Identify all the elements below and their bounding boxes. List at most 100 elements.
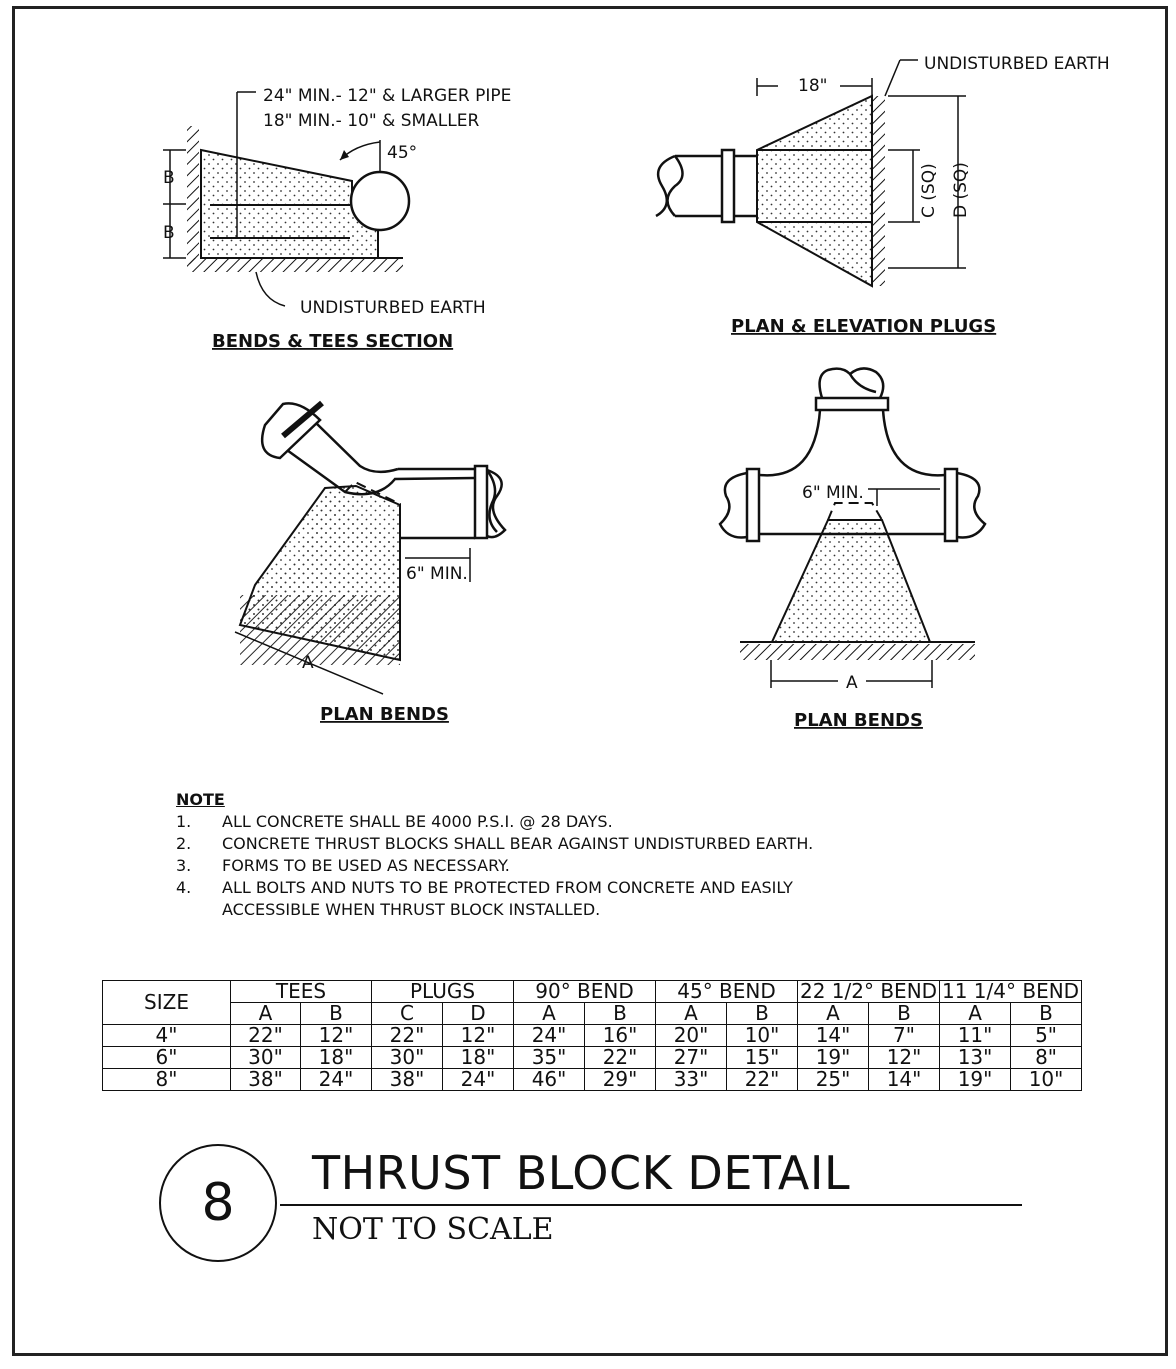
concrete-block — [756, 94, 873, 288]
sub-header: A — [513, 1002, 586, 1025]
table-cell: 5" — [1010, 1024, 1083, 1047]
table-cell: 46" — [513, 1068, 586, 1091]
dim-a-label: A — [846, 673, 858, 693]
thrust-block-dimension-table: SIZE TEES PLUGS 90° BEND 45° BEND 22 1/2… — [102, 980, 1083, 1091]
title-underline — [280, 1204, 1022, 1206]
table-cell: 35" — [513, 1046, 586, 1069]
sheet-border — [12, 6, 1168, 1356]
table-row: 6" 30" 18" 30" 18" 35" 22" 27" 15" 19" 1… — [102, 1046, 1083, 1069]
sub-header: D — [441, 1002, 515, 1025]
angle-label: 45° — [387, 143, 417, 163]
plan-bends-right-view: 6" MIN. A PLAN BENDS — [718, 367, 987, 731]
sub-header: C — [371, 1002, 443, 1025]
table-cell: 22" — [230, 1024, 301, 1047]
detail-title: THRUST BLOCK DETAIL — [312, 1146, 851, 1200]
earth-hatch — [240, 595, 400, 665]
table-cell: 20" — [655, 1024, 728, 1047]
notes-heading: NOTE — [176, 790, 225, 809]
pipe-size-note-2: 18" MIN.- 10" & SMALLER — [263, 111, 479, 131]
sub-header: A — [797, 1002, 870, 1025]
table-cell: 15" — [726, 1046, 799, 1069]
note-item: ACCESSIBLE WHEN THRUST BLOCK INSTALLED. — [222, 900, 601, 919]
table-row: 8" 38" 24" 38" 24" 46" 29" 33" 22" 25" 1… — [102, 1068, 1083, 1091]
table-cell: 6" — [102, 1046, 231, 1069]
table-cell: 19" — [939, 1068, 1012, 1091]
table-cell: 7" — [868, 1024, 941, 1047]
table-cell: 10" — [726, 1024, 799, 1047]
plugs-title: PLAN & ELEVATION PLUGS — [731, 316, 996, 337]
pipe-section — [349, 170, 411, 232]
table-subheader-row: A B C D A B A B A B A B — [103, 1002, 1083, 1025]
pipe-outline-upper — [314, 421, 399, 474]
table-cell: 4" — [102, 1024, 231, 1047]
dim-a-label: A — [302, 653, 314, 673]
earth-hatch-floor — [740, 644, 975, 660]
table-cell: 18" — [441, 1046, 515, 1069]
group-header: 22 1/2° BEND — [797, 980, 941, 1003]
group-header: 45° BEND — [655, 980, 799, 1003]
bends-tees-title: BENDS & TEES SECTION — [212, 331, 453, 352]
sub-header: A — [230, 1002, 301, 1025]
table-cell: 30" — [230, 1046, 301, 1069]
table-cell: 24" — [441, 1068, 515, 1091]
table-cell: 14" — [797, 1024, 870, 1047]
table-cell: 22" — [584, 1046, 657, 1069]
group-header: 90° BEND — [513, 980, 657, 1003]
plan-elevation-plugs-view: 18" UNDISTURBED EARTH C (SQ) D (SQ) PLAN… — [655, 54, 1110, 337]
sub-header: B — [726, 1002, 799, 1025]
sub-header: B — [300, 1002, 372, 1025]
undisturbed-earth-label: UNDISTURBED EARTH — [300, 298, 486, 318]
sub-header: B — [584, 1002, 657, 1025]
dim-b-top: B — [163, 168, 175, 188]
notes-block: NOTE 1.ALL CONCRETE SHALL BE 4000 P.S.I.… — [176, 789, 896, 921]
scale-note: NOT TO SCALE — [312, 1212, 554, 1247]
plan-bends-left-title: PLAN BENDS — [320, 704, 449, 725]
group-header: PLUGS — [370, 980, 515, 1003]
table-cell: 14" — [868, 1068, 941, 1091]
six-inch-min-label: 6" MIN. — [802, 483, 864, 503]
sub-header: A — [655, 1002, 728, 1025]
table-cell: 18" — [300, 1046, 372, 1069]
table-cell: 13" — [939, 1046, 1012, 1069]
table-cell: 12" — [868, 1046, 941, 1069]
sub-header: B — [868, 1002, 941, 1025]
detail-number-circle: 8 — [159, 1144, 277, 1262]
table-row: 4" 22" 12" 22" 12" 24" 16" 20" 10" 14" 7… — [102, 1024, 1083, 1047]
table-cell: 24" — [300, 1068, 372, 1091]
dim-c-label: C (SQ) — [919, 163, 939, 218]
size-header: SIZE — [102, 980, 231, 1025]
table-cell: 38" — [371, 1068, 443, 1091]
bends-tees-section-view: 24" MIN.- 12" & LARGER PIPE 18" MIN.- 10… — [163, 86, 511, 352]
pipe-size-note-1: 24" MIN.- 12" & LARGER PIPE — [263, 86, 511, 106]
note-item: 4.ALL BOLTS AND NUTS TO BE PROTECTED FRO… — [176, 878, 793, 897]
table-cell: 19" — [797, 1046, 870, 1069]
table-cell: 33" — [655, 1068, 728, 1091]
table-cell: 38" — [230, 1068, 301, 1091]
table-cell: 24" — [513, 1024, 586, 1047]
earth-hatch-floor — [187, 258, 403, 272]
detail-number: 8 — [201, 1173, 235, 1233]
note-item: 1.ALL CONCRETE SHALL BE 4000 P.S.I. @ 28… — [176, 812, 613, 831]
table-cell: 11" — [939, 1024, 1012, 1047]
table-cell: 30" — [371, 1046, 443, 1069]
table-cell: 29" — [584, 1068, 657, 1091]
table-cell: 22" — [371, 1024, 443, 1047]
group-header: TEES — [230, 980, 372, 1003]
table-cell: 27" — [655, 1046, 728, 1069]
table-cell: 25" — [797, 1068, 870, 1091]
table-cell: 8" — [102, 1068, 231, 1091]
table-cell: 16" — [584, 1024, 657, 1047]
group-header: 11 1/4° BEND — [939, 980, 1083, 1003]
table-cell: 8" — [1010, 1046, 1083, 1069]
table-group-header-row: SIZE TEES PLUGS 90° BEND 45° BEND 22 1/2… — [102, 980, 1083, 1025]
note-item: 3.FORMS TO BE USED AS NECESSARY. — [176, 856, 510, 875]
note-item: 2.CONCRETE THRUST BLOCKS SHALL BEAR AGAI… — [176, 834, 814, 853]
table-cell: 12" — [441, 1024, 515, 1047]
table-cell: 10" — [1010, 1068, 1083, 1091]
plan-bends-left-view: 6" MIN. A PLAN BENDS — [234, 400, 507, 725]
six-inch-min-label: 6" MIN. — [406, 564, 468, 584]
dim-b-bottom: B — [163, 223, 175, 243]
earth-hatch-wall — [872, 96, 885, 286]
